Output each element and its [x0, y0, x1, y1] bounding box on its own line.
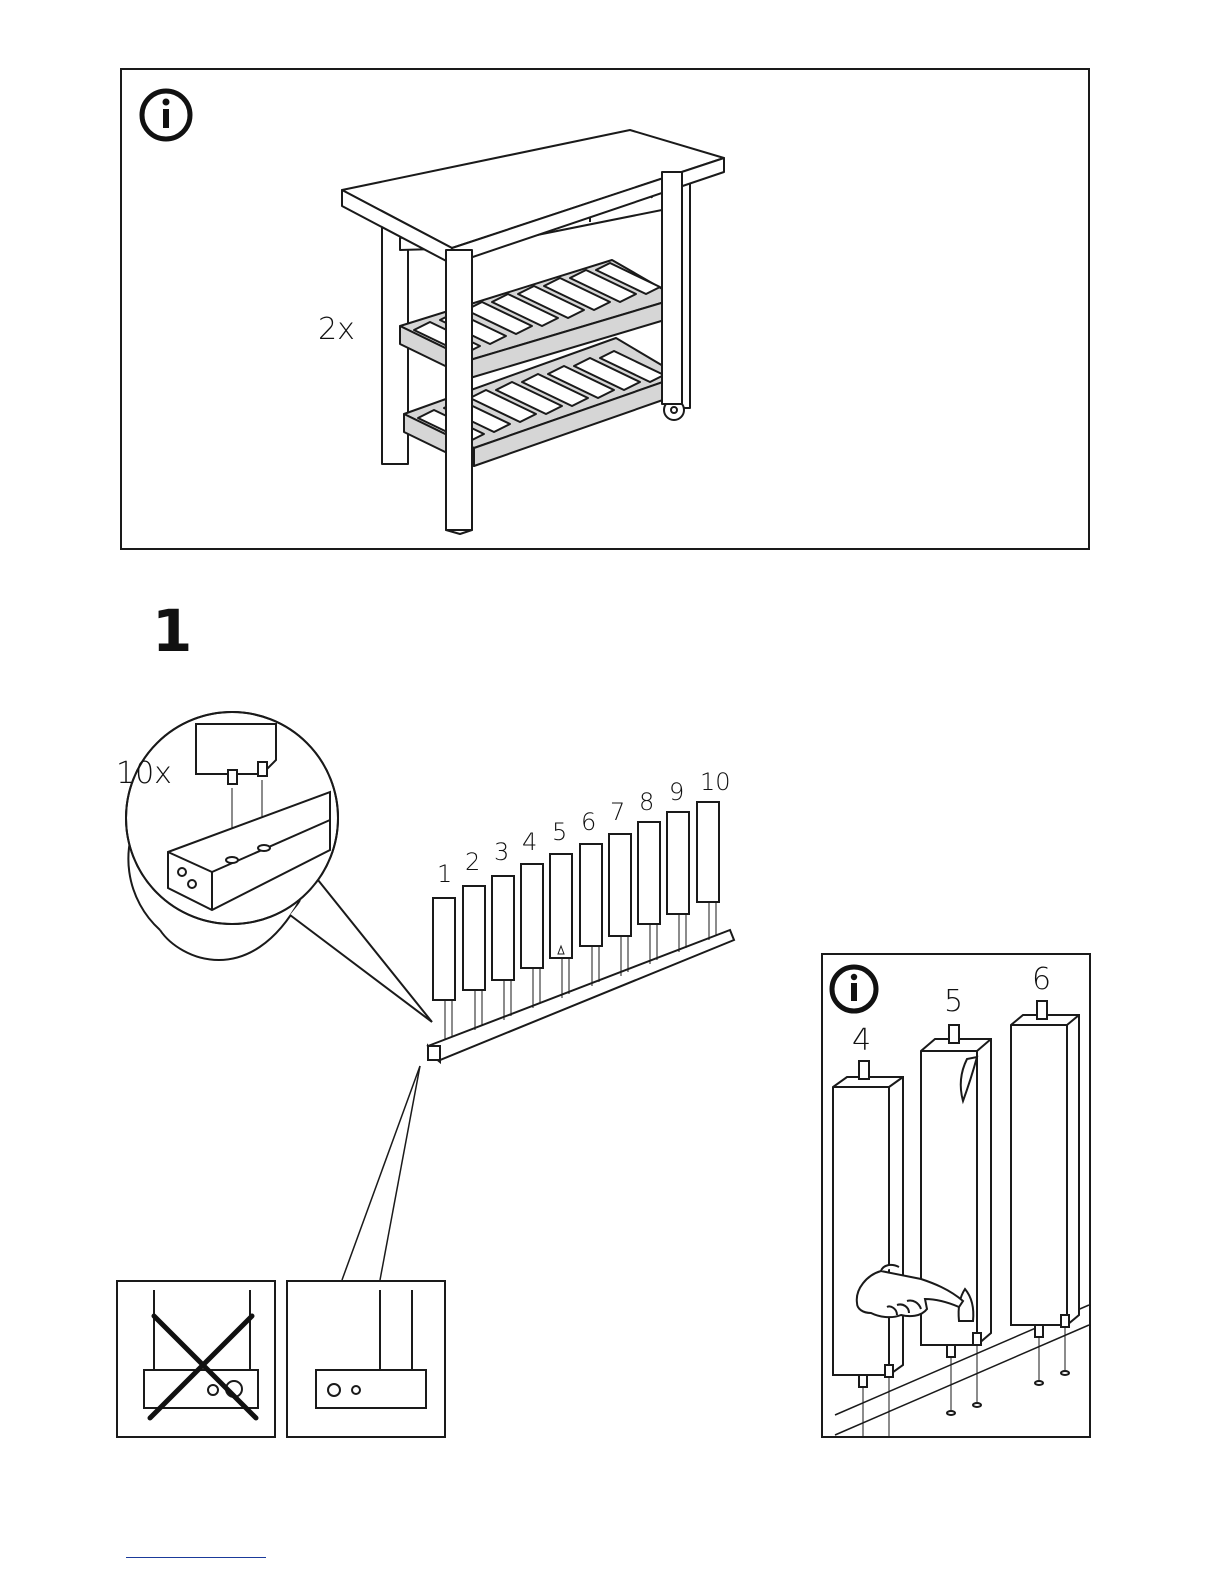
leg-5 [550, 854, 572, 998]
leg-number-3: 3 [494, 838, 509, 866]
leg-number-1: 1 [437, 860, 452, 888]
wrong-orientation-drawing [116, 1280, 276, 1438]
leg-number-9: 9 [669, 778, 684, 806]
leg-number-4: 4 [522, 828, 537, 856]
correct-orientation-panel [286, 1280, 446, 1438]
end-detail-pointer [342, 1066, 420, 1280]
leg-4-detail [833, 1061, 903, 1438]
leg-number-10: 10 [700, 768, 731, 796]
detail-leg-number-4: 4 [852, 1023, 871, 1058]
leg-6 [580, 844, 602, 986]
correct-orientation-drawing [286, 1280, 446, 1438]
leg-number-7: 7 [610, 798, 625, 826]
info-icon [832, 967, 876, 1011]
footer-line [126, 1557, 266, 1558]
leg-number-8: 8 [639, 788, 654, 816]
dowel-quantity-label: 10x [116, 756, 172, 791]
leg-number-6: 6 [581, 808, 596, 836]
leg-2 [463, 886, 485, 1030]
leg-9 [667, 812, 689, 952]
leg-1 [433, 898, 455, 1040]
leg-8 [638, 822, 660, 964]
leg-number-5: 5 [552, 818, 567, 846]
wrong-orientation-panel [116, 1280, 276, 1438]
leg-6-detail [1011, 1001, 1079, 1385]
leg-3 [492, 876, 514, 1020]
leg-4 [521, 864, 543, 1008]
detail-leg-number-5: 5 [944, 984, 963, 1019]
leg-7 [609, 834, 631, 976]
leg-5-detail [921, 1025, 991, 1415]
leg-10 [697, 802, 719, 940]
detail-leg-number-6: 6 [1032, 962, 1051, 997]
leg-number-2: 2 [465, 848, 480, 876]
